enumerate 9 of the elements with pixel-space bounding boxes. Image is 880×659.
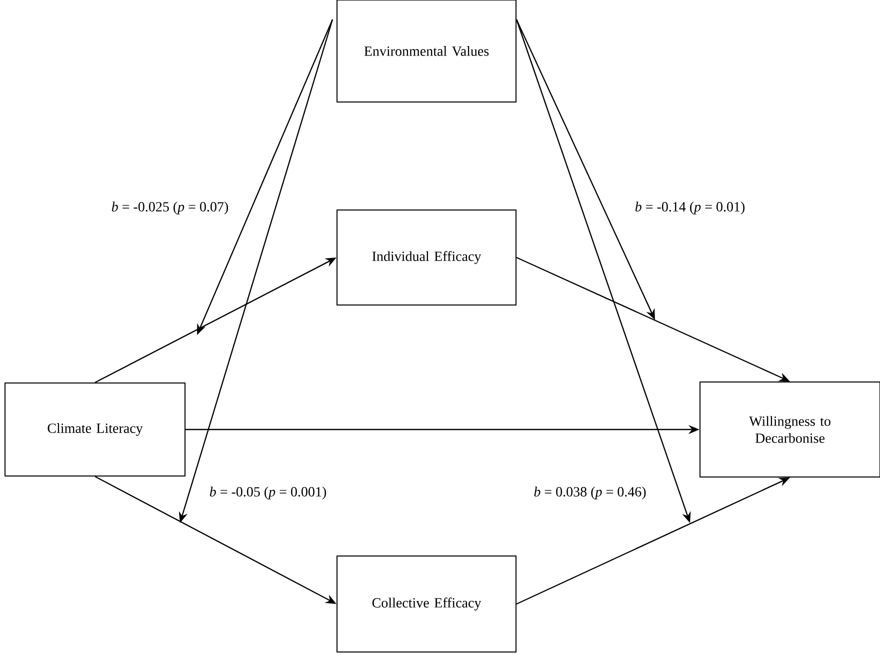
- variable-box: Individual Efficacy: [336, 210, 516, 306]
- coefficient-label: b = 0.038 (p = 0.46): [534, 486, 646, 500]
- coefficient-label: b = -0.14 (p = 0.01): [635, 202, 745, 214]
- coefficient-label: b = -0.05 (p = 0.001): [210, 486, 326, 500]
- variable-box: Environmental Values: [336, 0, 516, 102]
- variable-box: Climate Literacy: [4, 382, 186, 476]
- variable-box: Willingness to Decarbonise: [700, 382, 880, 478]
- coefficient-label: b = -0.025 (p = 0.07): [112, 202, 228, 214]
- variable-box: Collective Efficacy: [336, 556, 516, 652]
